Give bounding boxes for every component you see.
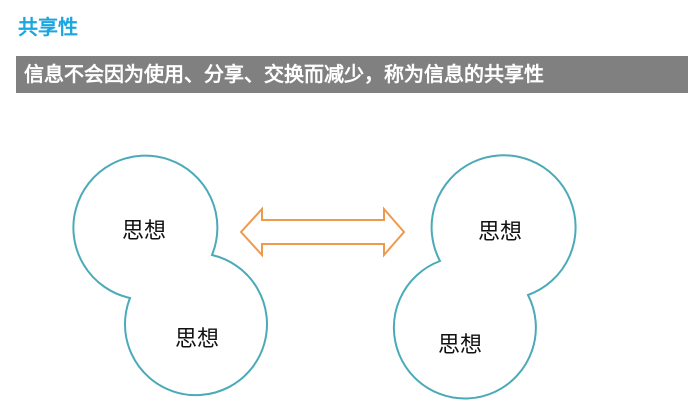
- left-bottom-thought-label: 思想: [175, 327, 219, 352]
- definition-text: 信息不会因为使用、分享、交换而减少，称为信息的共享性: [24, 62, 544, 86]
- left-top-thought-label: 思想: [122, 219, 166, 244]
- exchange-double-arrow: [239, 206, 406, 258]
- section-title: 共享性: [18, 15, 78, 39]
- right-bubble-outline: [392, 154, 577, 400]
- left-thought-group: 思想 思想: [72, 154, 268, 397]
- right-thought-group: 思想 思想: [392, 154, 577, 400]
- right-top-thought-label: 思想: [478, 220, 522, 245]
- left-bubble-outline: [72, 154, 268, 397]
- right-bottom-thought-label: 思想: [438, 333, 482, 358]
- definition-banner: 信息不会因为使用、分享、交换而减少，称为信息的共享性: [16, 56, 688, 93]
